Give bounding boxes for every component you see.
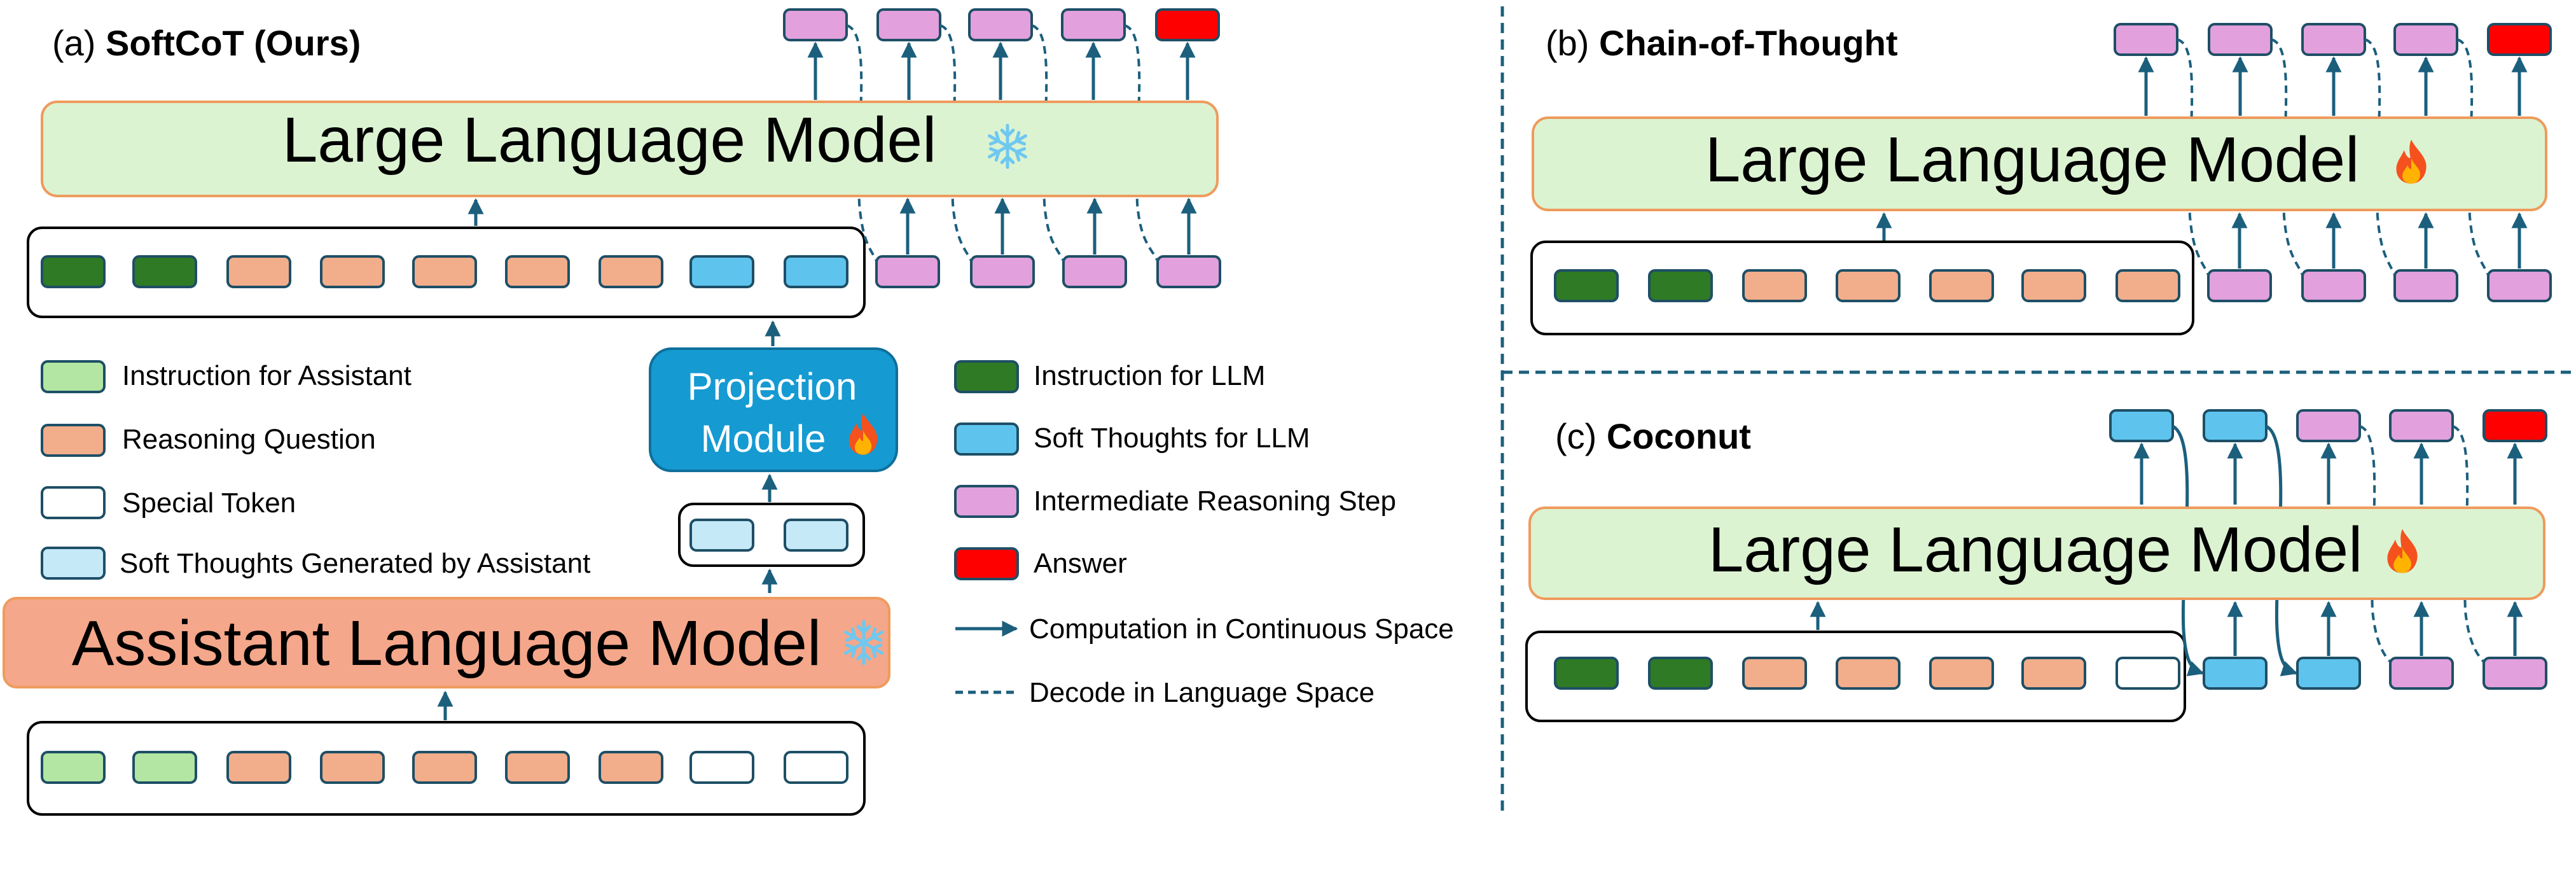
token-instruction-for-assistant <box>132 751 197 784</box>
token-intermediate-step <box>2487 269 2552 302</box>
panel-c-llm-box <box>1528 506 2545 600</box>
token-soft-thoughts-llm <box>2203 409 2268 442</box>
token-intermediate-step <box>1062 255 1127 288</box>
legend-label-intermediate-step: Intermediate Reasoning Step <box>1034 485 1396 517</box>
token-soft-thoughts-llm <box>689 255 754 288</box>
panel-b-label: (b) Chain-of-Thought <box>1546 23 1898 63</box>
token-intermediate-step <box>2389 409 2454 442</box>
token-reasoning-question <box>505 255 570 288</box>
token-soft-thoughts-assistant <box>689 519 754 552</box>
token-intermediate-step <box>2389 657 2454 690</box>
assistant-model-label: Assistant Language Model <box>72 608 822 679</box>
token-reasoning-question <box>505 751 570 784</box>
token-instruction-for-llm <box>1554 657 1619 690</box>
token-intermediate-step <box>2393 269 2458 302</box>
panel-b-llm-label: Large Language Model <box>1705 124 2360 195</box>
legend-swatch-intermediate-step <box>954 485 1019 518</box>
legend-label-decode: Decode in Language Space <box>1029 677 1375 708</box>
token-soft-thoughts-llm <box>784 255 848 288</box>
token-reasoning-question <box>599 255 663 288</box>
token-reasoning-question <box>1929 657 1994 690</box>
token-soft-thoughts-assistant <box>784 519 848 552</box>
panel-c-llm-label: Large Language Model <box>1708 514 2363 585</box>
projection-module-box <box>649 347 898 472</box>
panel-b-llm-box <box>1532 116 2547 211</box>
token-reasoning-question <box>2021 657 2086 690</box>
assistant-model-box <box>3 597 890 688</box>
token-instruction-for-llm <box>41 255 106 288</box>
legend-swatch-instruction-for-assistant <box>41 360 106 393</box>
legend-swatch-soft-thoughts-assistant <box>41 547 106 580</box>
token-reasoning-question <box>2021 269 2086 302</box>
token-reasoning-question <box>1929 269 1994 302</box>
token-intermediate-step <box>1061 8 1126 41</box>
token-reasoning-question <box>599 751 663 784</box>
token-intermediate-step <box>2114 23 2178 56</box>
token-soft-thoughts-llm <box>2203 657 2268 690</box>
token-reasoning-question <box>412 751 477 784</box>
panel-a-label: (a) SoftCoT (Ours) <box>52 23 361 63</box>
legend-label-answer: Answer <box>1034 548 1127 579</box>
token-intermediate-step <box>2296 409 2361 442</box>
legend-label-soft-thoughts-assistant: Soft Thoughts Generated by Assistant <box>120 548 590 579</box>
token-reasoning-question <box>1742 269 1807 302</box>
legend-swatch-instruction-for-llm <box>954 360 1019 393</box>
token-reasoning-question <box>1836 269 1901 302</box>
token-reasoning-question <box>226 255 291 288</box>
token-reasoning-question <box>226 751 291 784</box>
token-answer <box>1155 8 1220 41</box>
token-special-token <box>2116 657 2180 690</box>
legend-swatch-answer <box>954 547 1019 580</box>
token-intermediate-step <box>875 255 940 288</box>
legend-swatch-reasoning-question <box>41 424 106 457</box>
legend-label-instruction-for-assistant: Instruction for Assistant <box>122 360 412 391</box>
token-intermediate-step <box>970 255 1035 288</box>
legend-label-instruction-for-llm: Instruction for LLM <box>1034 360 1265 391</box>
panel-a-llm-box <box>41 101 1219 197</box>
token-instruction-for-llm <box>1648 657 1713 690</box>
token-intermediate-step <box>783 8 848 41</box>
token-intermediate-step <box>2301 23 2366 56</box>
token-answer <box>2483 409 2547 442</box>
token-reasoning-question <box>320 255 385 288</box>
panel-c-label: (c) Coconut <box>1555 416 1751 456</box>
legend-swatch-special-token <box>41 486 106 519</box>
token-soft-thoughts-llm <box>2109 409 2174 442</box>
token-intermediate-step <box>2393 23 2458 56</box>
token-soft-thoughts-llm <box>2296 657 2361 690</box>
token-reasoning-question <box>2116 269 2180 302</box>
legend-label-special-token: Special Token <box>122 487 296 519</box>
legend-label-soft-thoughts-llm: Soft Thoughts for LLM <box>1034 423 1310 454</box>
token-instruction-for-llm <box>1554 269 1619 302</box>
token-instruction-for-llm <box>1648 269 1713 302</box>
token-intermediate-step <box>876 8 941 41</box>
legend-swatch-soft-thoughts-llm <box>954 423 1019 456</box>
token-answer <box>2487 23 2552 56</box>
token-reasoning-question <box>1742 657 1807 690</box>
panel-a-llm-label: Large Language Model <box>282 104 937 176</box>
token-reasoning-question <box>320 751 385 784</box>
token-reasoning-question <box>412 255 477 288</box>
token-intermediate-step <box>2483 657 2547 690</box>
token-intermediate-step <box>2208 23 2273 56</box>
projection-module-line2: Module <box>701 417 826 460</box>
legend-label-computation: Computation in Continuous Space <box>1029 613 1454 645</box>
token-reasoning-question <box>1836 657 1901 690</box>
legend-label-reasoning-question: Reasoning Question <box>122 424 376 455</box>
projection-module-line1: Projection <box>688 365 857 408</box>
token-intermediate-step <box>968 8 1033 41</box>
token-instruction-for-llm <box>132 255 197 288</box>
token-instruction-for-assistant <box>41 751 106 784</box>
token-intermediate-step <box>2207 269 2272 302</box>
token-special-token <box>784 751 848 784</box>
token-intermediate-step <box>1156 255 1221 288</box>
token-special-token <box>689 751 754 784</box>
token-intermediate-step <box>2301 269 2366 302</box>
